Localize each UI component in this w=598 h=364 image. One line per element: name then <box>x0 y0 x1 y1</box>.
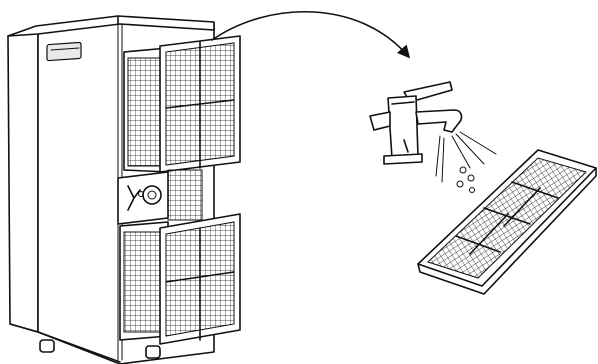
foot-icon <box>39 339 55 353</box>
curved-arrow-icon <box>211 11 411 59</box>
water-drops-icon <box>435 131 497 193</box>
foot-icon <box>145 345 161 359</box>
handle-slot-icon <box>46 41 82 62</box>
water-faucet-icon <box>369 81 463 165</box>
control-panel-icon <box>117 169 203 225</box>
upper-air-filter-icon <box>123 35 241 173</box>
power-button-icon <box>142 185 162 205</box>
removed-filter-icon <box>417 149 597 295</box>
fan-symbol-icon <box>127 185 141 211</box>
lower-air-filter-icon <box>119 213 241 345</box>
